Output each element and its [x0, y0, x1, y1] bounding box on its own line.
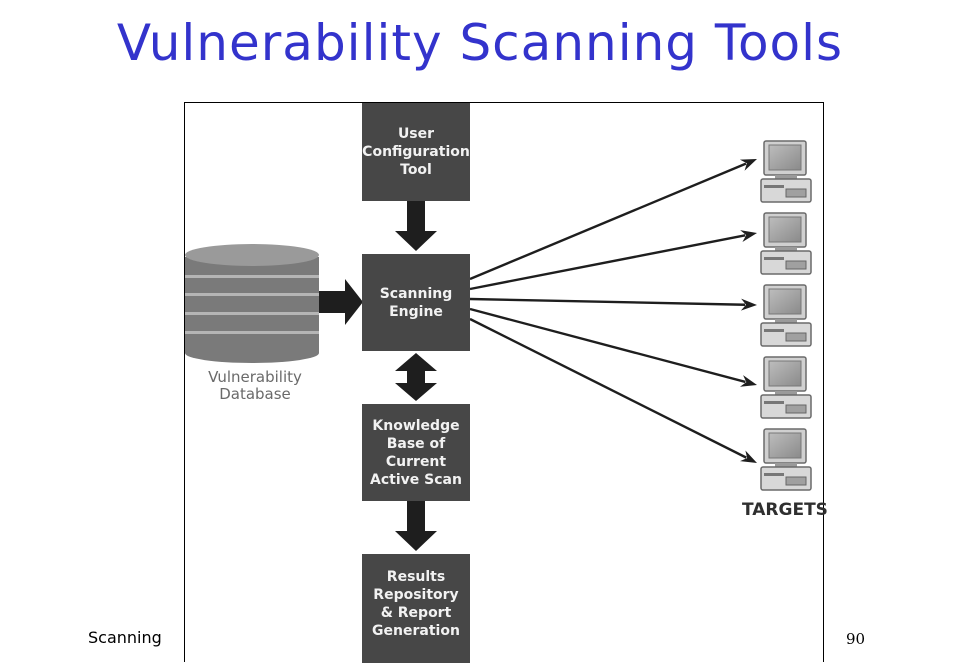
database-label-line: Database	[219, 385, 291, 403]
target-arrow-line	[469, 162, 747, 281]
database-cylinder-icon	[185, 244, 319, 363]
desktop-computer-icon	[760, 140, 812, 203]
arrow-config-to-engine	[395, 201, 437, 251]
target-arrow-line	[469, 234, 746, 291]
box-label-line: Engine	[389, 303, 443, 320]
targets-label: TARGETS	[742, 500, 828, 520]
box-label-line: Configuration	[362, 144, 470, 160]
target-arrow-line	[469, 307, 746, 384]
database-label: Vulnerability Database	[185, 369, 325, 403]
target-arrowhead	[739, 375, 757, 387]
box-label-line: Scanning	[379, 285, 453, 302]
target-arrow-line	[469, 297, 746, 306]
target-arrowhead	[740, 298, 757, 311]
target-computers	[760, 140, 812, 491]
desktop-computer-icon	[760, 284, 812, 347]
box-label-line: & Report	[380, 605, 452, 621]
arrow-knowledge-to-results	[395, 501, 437, 551]
target-arrowhead	[740, 230, 757, 242]
scanning-engine-box: Scanning Engine	[362, 254, 470, 351]
database-label-line: Vulnerability	[208, 368, 302, 386]
arrow-engine-knowledge-bidirectional	[395, 353, 437, 401]
box-label-line: Current	[385, 453, 447, 470]
page-number: 90	[846, 630, 866, 648]
box-label-line: Generation	[372, 623, 460, 639]
box-label-line: Results	[386, 569, 446, 585]
user-configuration-tool-box: User Configuration Tool	[362, 103, 470, 201]
desktop-computer-icon	[760, 356, 812, 419]
diagram-frame: User Configuration Tool Scanning Engine …	[184, 102, 828, 663]
results-repository-box: Results Repository & Report Generation	[362, 554, 470, 663]
knowledge-base-box: Knowledge Base of Current Active Scan	[362, 404, 470, 501]
desktop-computer-icon	[760, 428, 812, 491]
arrow-db-to-engine	[317, 279, 363, 325]
footer-section-label: Scanning	[88, 628, 162, 647]
box-label-line: Active Scan	[370, 471, 462, 488]
diagram-canvas	[185, 140, 812, 551]
target-arrowhead	[740, 450, 757, 463]
target-arrowhead	[739, 159, 757, 171]
box-label-line: User	[397, 126, 435, 142]
box-label-line: Knowledge	[372, 417, 460, 434]
box-label-line: Tool	[400, 162, 432, 178]
box-label-line: Repository	[373, 587, 459, 603]
box-label-line: Base of	[386, 435, 446, 452]
slide-title: Vulnerability Scanning Tools	[116, 14, 844, 72]
target-arrow-line	[469, 317, 747, 459]
desktop-computer-icon	[760, 212, 812, 275]
target-arrows	[469, 159, 757, 463]
